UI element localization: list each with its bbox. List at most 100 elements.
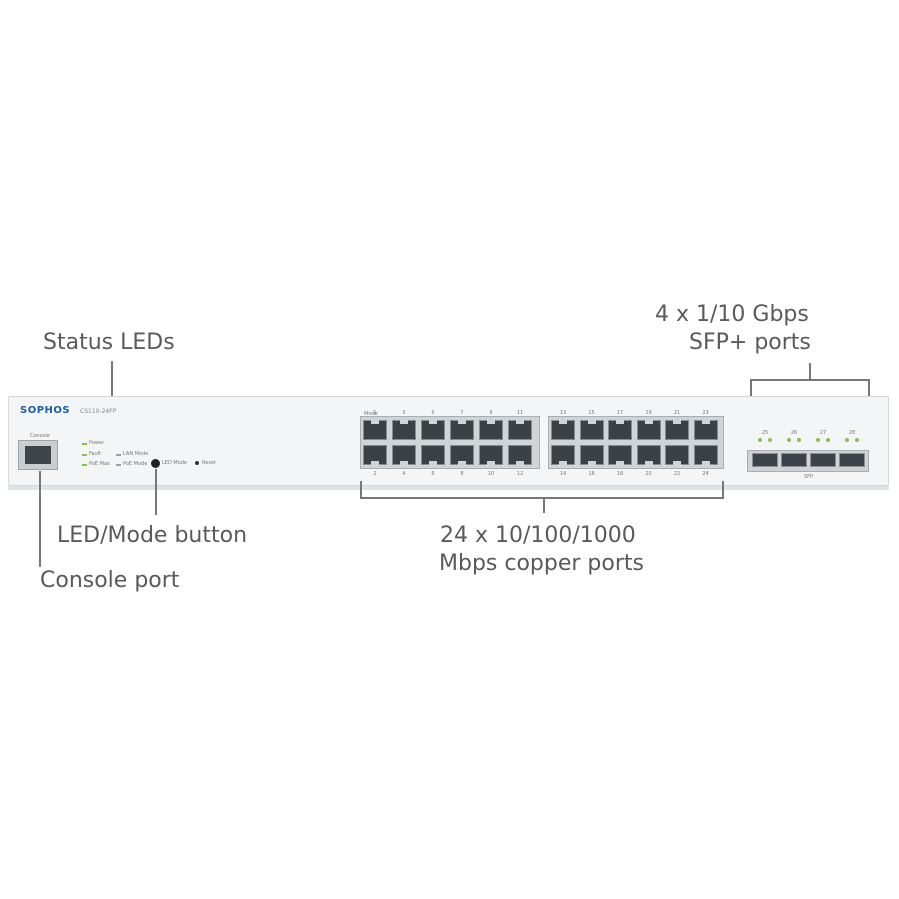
copper-bracket-left — [360, 481, 362, 499]
copper-port-number-7: 7 — [460, 410, 464, 416]
copper-port-20[interactable] — [636, 445, 661, 465]
copper-port-15[interactable] — [579, 420, 604, 440]
sfp-port-25[interactable] — [752, 453, 778, 467]
copper-port-18[interactable] — [608, 445, 632, 465]
copper-port-12[interactable] — [508, 445, 532, 465]
copper-port-number-14: 14 — [559, 471, 567, 477]
copper-port-number-16: 16 — [588, 471, 595, 477]
copper-bracket-stem — [543, 497, 545, 513]
sfp-port-26-led-2 — [797, 438, 801, 442]
copper-port-number-17: 17 — [616, 410, 624, 416]
poe-mode-led-label: PoE Mode — [123, 461, 148, 467]
sfp-port-number-27: 27 — [819, 430, 827, 436]
poe-max-led-label: PoE Max — [89, 461, 110, 467]
lan-mode-led — [116, 454, 121, 456]
copper-port-number-18: 18 — [616, 471, 624, 477]
copper-port-number-11: 11 — [516, 410, 524, 416]
copper-port-number-9: 9 — [489, 410, 493, 416]
sfp-port-25-led-2 — [768, 438, 772, 442]
poe-max-led — [82, 464, 87, 466]
copper-port-17[interactable] — [608, 420, 632, 440]
console-port[interactable] — [18, 440, 58, 470]
copper-port-5[interactable] — [421, 420, 445, 440]
copper-port-1[interactable] — [363, 420, 387, 440]
sfp-port-number-26: 26 — [790, 430, 798, 436]
copper-port-14[interactable] — [551, 445, 575, 465]
poe-mode-led — [116, 464, 121, 466]
led-mode-button[interactable] — [151, 459, 160, 468]
copper-port-23[interactable] — [693, 420, 718, 440]
copper-port-number-3: 3 — [402, 410, 406, 416]
sfp-port-number-25: 25 — [761, 430, 769, 436]
copper-port-number-8: 8 — [460, 471, 464, 477]
sfp-callout-line1: 4 x 1/10 Gbps — [655, 302, 809, 327]
sfp-port-28[interactable] — [839, 453, 865, 467]
led-mode-callout: LED/Mode button — [57, 523, 248, 548]
copper-port-9[interactable] — [479, 420, 503, 440]
sfp-bracket-stem — [809, 363, 811, 379]
power-led — [82, 443, 87, 445]
copper-port-19[interactable] — [636, 420, 661, 440]
copper-port-number-22: 22 — [673, 471, 681, 477]
brand-logo: SOPHOS — [20, 405, 71, 416]
copper-port-number-12: 12 — [516, 471, 524, 477]
sfp-port-number-28: 28 — [848, 430, 856, 436]
sfp-bracket-bar — [750, 379, 870, 381]
console-port-callout: Console port — [40, 568, 180, 593]
copper-port-24[interactable] — [693, 445, 718, 465]
fault-led-label: Fault — [89, 451, 101, 457]
copper-port-6[interactable] — [421, 445, 445, 465]
sfp-port-28-led-2 — [855, 438, 859, 442]
copper-port-10[interactable] — [479, 445, 503, 465]
copper-port-number-19: 19 — [645, 410, 652, 416]
copper-port-number-10: 10 — [487, 471, 495, 477]
reset-label: Reset — [202, 460, 216, 466]
sfp-port-26-led-1 — [787, 438, 791, 442]
copper-callout-line2: Mbps copper ports — [439, 551, 644, 576]
copper-port-4[interactable] — [392, 445, 416, 465]
sfp-port-28-led-1 — [845, 438, 849, 442]
copper-port-number-15: 15 — [588, 410, 595, 416]
copper-port-22[interactable] — [665, 445, 689, 465]
console-label: Console — [30, 433, 50, 439]
sfp-callout-line2: SFP+ ports — [689, 330, 811, 355]
reset-button[interactable] — [195, 461, 199, 465]
sfp-port-27-led-1 — [816, 438, 820, 442]
copper-port-2[interactable] — [363, 445, 387, 465]
console-port-leader — [39, 471, 41, 567]
copper-port-number-13: 13 — [559, 410, 567, 416]
copper-callout-line1: 24 x 10/100/1000 — [440, 523, 636, 548]
copper-port-number-6: 6 — [431, 471, 435, 477]
sfp-label: SFP — [804, 474, 814, 480]
switch-chassis-edge — [8, 486, 889, 490]
port-header-label: Mode — [364, 411, 378, 417]
copper-port-number-4: 4 — [402, 471, 406, 477]
copper-port-7[interactable] — [450, 420, 474, 440]
copper-port-number-2: 2 — [373, 471, 377, 477]
copper-port-8[interactable] — [450, 445, 474, 465]
sfp-port-26[interactable] — [781, 453, 807, 467]
copper-port-number-5: 5 — [431, 410, 435, 416]
power-led-label: Power — [89, 440, 105, 446]
copper-port-16[interactable] — [579, 445, 604, 465]
sfp-port-25-led-1 — [758, 438, 762, 442]
fault-led — [82, 454, 87, 456]
model-label: CS110-24FP — [80, 408, 117, 415]
sfp-port-27[interactable] — [810, 453, 836, 467]
copper-port-3[interactable] — [392, 420, 416, 440]
copper-port-13[interactable] — [551, 420, 575, 440]
led-mode-button-label: LED Mode — [162, 460, 188, 466]
copper-port-11[interactable] — [508, 420, 532, 440]
status-leds-callout: Status LEDs — [43, 330, 175, 355]
copper-bracket-bar — [360, 497, 724, 499]
lan-mode-led-label: LAN Mode — [123, 451, 149, 457]
sfp-port-27-led-2 — [826, 438, 830, 442]
copper-port-number-24: 24 — [702, 471, 709, 477]
copper-port-number-21: 21 — [673, 410, 681, 416]
copper-port-number-1: 1 — [373, 410, 377, 416]
copper-bracket-right — [722, 481, 724, 499]
led-mode-leader — [155, 469, 157, 515]
copper-port-number-20: 20 — [645, 471, 652, 477]
copper-port-number-23: 23 — [702, 410, 709, 416]
copper-port-21[interactable] — [665, 420, 689, 440]
